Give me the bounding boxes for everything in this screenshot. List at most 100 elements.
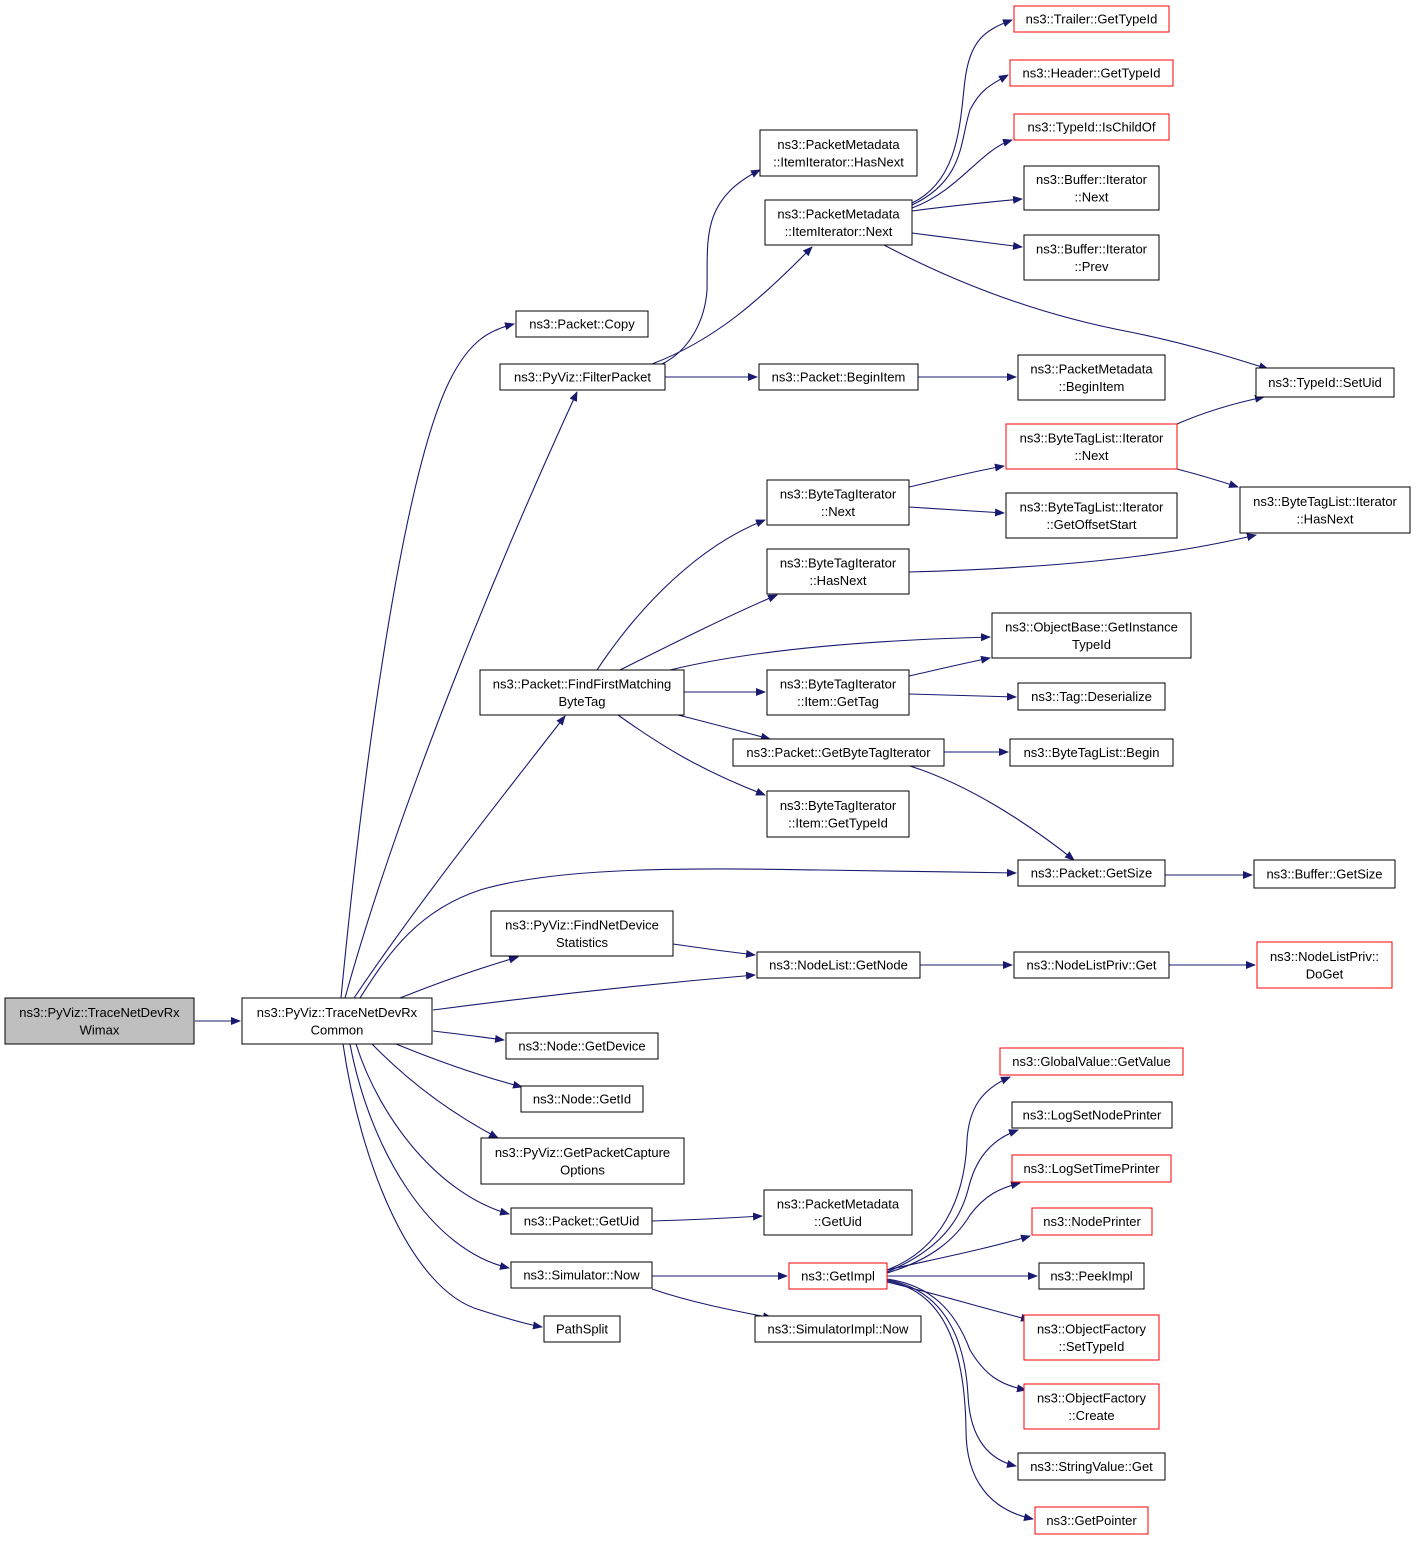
- edge-ffm-to-bti_next: [596, 519, 766, 671]
- node-label: ns3::PacketMetadata: [777, 206, 900, 221]
- node-logsettime[interactable]: ns3::LogSetTimePrinter: [1011, 1154, 1172, 1183]
- node-box: [1017, 354, 1166, 401]
- node-label: ns3::PacketMetadata: [777, 137, 900, 152]
- edge-common-to-filter: [344, 391, 578, 999]
- node-label: ns3::Simulator::Now: [523, 1268, 640, 1283]
- node-box: [490, 910, 674, 957]
- node-box: [764, 199, 913, 246]
- edge-filter-to-pm_hasnext: [661, 169, 761, 365]
- node-label: ns3::Buffer::GetSize: [1266, 867, 1382, 882]
- node-btl_hasnext[interactable]: ns3::ByteTagList::Iterator::HasNext: [1239, 486, 1411, 534]
- node-pathsplit[interactable]: PathSplit: [543, 1315, 621, 1343]
- edge-pm_next-to-buf_prev: [911, 232, 1023, 250]
- node-logsetnode[interactable]: ns3::LogSetNodePrinter: [1011, 1101, 1173, 1129]
- node-label: ns3::Buffer::Iterator: [1036, 241, 1148, 256]
- node-pm_hasnext[interactable]: ns3::PacketMetadata::ItemIterator::HasNe…: [759, 129, 918, 177]
- node-label: ns3::PacketMetadata: [777, 1196, 900, 1211]
- node-buf_getsize[interactable]: ns3::Buffer::GetSize: [1253, 859, 1396, 889]
- node-getimpl[interactable]: ns3::GetImpl: [788, 1262, 888, 1290]
- node-box: [543, 1315, 621, 1343]
- node-box: [1023, 234, 1160, 281]
- node-box: [515, 310, 649, 338]
- node-filter[interactable]: ns3::PyViz::FilterPacket: [499, 363, 666, 391]
- node-label: ns3::LogSetTimePrinter: [1023, 1161, 1160, 1176]
- node-getdevice[interactable]: ns3::Node::GetDevice: [505, 1032, 659, 1060]
- node-label: ns3::Node::GetDevice: [518, 1039, 645, 1054]
- node-getpointer[interactable]: ns3::GetPointer: [1034, 1506, 1149, 1535]
- node-box: [479, 669, 685, 716]
- node-box: [4, 997, 195, 1045]
- node-nlp_doget[interactable]: ns3::NodeListPriv::DoGet: [1256, 941, 1393, 989]
- node-typeid_setuid[interactable]: ns3::TypeId::SetUid: [1255, 367, 1395, 398]
- node-getnode[interactable]: ns3::NodeList::GetNode: [756, 951, 921, 979]
- node-pm_next[interactable]: ns3::PacketMetadata::ItemIterator::Next: [764, 199, 913, 246]
- node-box: [788, 1262, 888, 1290]
- node-nodeprinter[interactable]: ns3::NodePrinter: [1031, 1207, 1153, 1236]
- node-box: [1023, 165, 1160, 211]
- node-label: TypeId: [1072, 637, 1111, 652]
- node-label: ns3::PacketMetadata: [1030, 361, 1153, 376]
- node-label: ::SetTypeId: [1059, 1339, 1125, 1354]
- node-trailer[interactable]: ns3::Trailer::GetTypeId: [1013, 5, 1170, 33]
- node-btl_begin[interactable]: ns3::ByteTagList::Begin: [1009, 738, 1174, 767]
- node-simimplnow[interactable]: ns3::SimulatorImpl::Now: [754, 1315, 922, 1343]
- node-bti_gettypeid[interactable]: ns3::ByteTagIterator::Item::GetTypeId: [766, 790, 910, 838]
- node-box: [510, 1207, 653, 1235]
- node-label: ::Item::GetTag: [797, 694, 879, 709]
- node-label: ::BeginItem: [1059, 379, 1125, 394]
- node-pm_beginitem[interactable]: ns3::PacketMetadata::BeginItem: [1017, 354, 1166, 401]
- node-label: ns3::PyViz::GetPacketCapture: [495, 1145, 670, 1160]
- node-bti_next[interactable]: ns3::ByteTagIterator::Next: [766, 479, 910, 526]
- node-box: [1009, 59, 1174, 87]
- edge-bti_next-to-btl_next: [908, 463, 1005, 488]
- node-gv_getvalue[interactable]: ns3::GlobalValue::GetValue: [999, 1047, 1184, 1076]
- edge-common-to-ffm: [353, 715, 566, 999]
- node-getbti[interactable]: ns3::Packet::GetByteTagIterator: [732, 738, 945, 767]
- node-bti_hasnext[interactable]: ns3::ByteTagIterator::HasNext: [766, 548, 910, 595]
- node-of_create[interactable]: ns3::ObjectFactory::Create: [1023, 1383, 1160, 1430]
- edge-pm_next-to-typeid_setuid: [883, 244, 1269, 371]
- node-bti_gettag[interactable]: ns3::ByteTagIterator::Item::GetTag: [766, 669, 910, 716]
- node-simnow[interactable]: ns3::Simulator::Now: [510, 1261, 653, 1289]
- node-peekimpl[interactable]: ns3::PeekImpl: [1038, 1262, 1145, 1290]
- node-tag_deser[interactable]: ns3::Tag::Deserialize: [1017, 682, 1166, 711]
- node-getuid[interactable]: ns3::Packet::GetUid: [510, 1207, 653, 1235]
- node-sv_get[interactable]: ns3::StringValue::Get: [1017, 1452, 1166, 1481]
- node-copy[interactable]: ns3::Packet::Copy: [515, 310, 649, 338]
- node-buf_prev[interactable]: ns3::Buffer::Iterator::Prev: [1023, 234, 1160, 281]
- node-label: ::Next: [1075, 448, 1109, 463]
- node-box: [1005, 423, 1178, 470]
- edge-ffm-to-getbti: [677, 714, 771, 741]
- node-label: ns3::GlobalValue::GetValue: [1012, 1054, 1171, 1069]
- node-header[interactable]: ns3::Header::GetTypeId: [1009, 59, 1174, 87]
- edge-ffm-to-bti_hasnext: [619, 594, 778, 671]
- edge-ffm-to-bti_gettypeid: [617, 714, 766, 796]
- node-label: ::GetOffsetStart: [1046, 517, 1136, 532]
- node-label: ns3::Tag::Deserialize: [1031, 689, 1152, 704]
- node-box: [766, 548, 910, 595]
- node-label: ns3::ObjectBase::GetInstance: [1005, 619, 1178, 634]
- node-nlp_get[interactable]: ns3::NodeListPriv::Get: [1013, 951, 1170, 979]
- node-ischildof[interactable]: ns3::TypeId::IsChildOf: [1013, 113, 1170, 141]
- node-label: ns3::NodeListPriv::Get: [1026, 958, 1156, 973]
- node-nodegetid[interactable]: ns3::Node::GetId: [520, 1085, 644, 1113]
- node-btl_gos[interactable]: ns3::ByteTagList::Iterator::GetOffsetSta…: [1005, 492, 1178, 539]
- edge-common-to-getuid: [355, 1043, 510, 1216]
- node-pkt_getsize[interactable]: ns3::Packet::GetSize: [1017, 859, 1166, 887]
- node-label: ns3::ObjectFactory: [1037, 1390, 1147, 1405]
- node-label: ::ItemIterator::HasNext: [773, 154, 904, 169]
- node-label: ns3::Packet::GetUid: [524, 1214, 640, 1229]
- node-pm_getuid[interactable]: ns3::PacketMetadata::GetUid: [763, 1189, 913, 1236]
- node-buf_next[interactable]: ns3::Buffer::Iterator::Next: [1023, 165, 1160, 211]
- node-box: [758, 363, 919, 391]
- node-box: [480, 1137, 685, 1185]
- node-of_settypeid[interactable]: ns3::ObjectFactory::SetTypeId: [1023, 1314, 1160, 1361]
- node-beginitem[interactable]: ns3::Packet::BeginItem: [758, 363, 919, 391]
- node-btl_next[interactable]: ns3::ByteTagList::Iterator::Next: [1005, 423, 1178, 470]
- node-box: [1253, 859, 1396, 889]
